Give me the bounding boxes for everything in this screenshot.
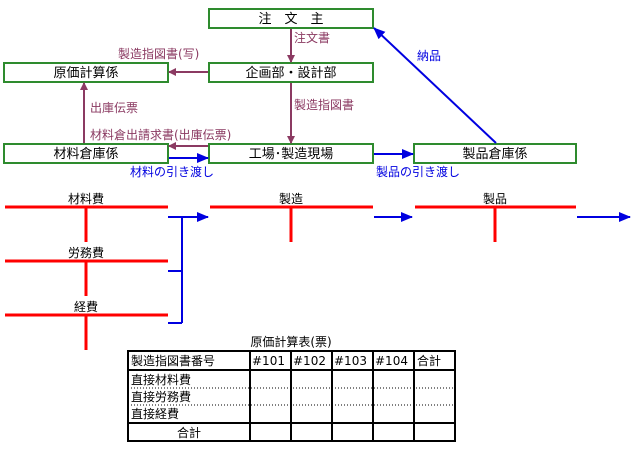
t-account-expenses-label: 経費 (74, 299, 98, 314)
delivery-arrow (373, 27, 497, 144)
cost-sheet-title: 原価計算表(票) (250, 334, 331, 349)
t-account-materials-cost: 材料費 (5, 191, 168, 242)
box-cost-accounting: 原価計算係 (3, 62, 169, 83)
box-product-warehouse-label: 製品倉庫係 (462, 147, 527, 162)
box-customer-label: 注 文 主 (258, 12, 323, 27)
box-product-warehouse: 製品倉庫係 (413, 143, 577, 164)
cost-sheet-header-104: #104 (375, 354, 408, 368)
t-account-products: 製品 (415, 192, 576, 242)
issue-slip-label: 出庫伝票 (90, 101, 138, 115)
box-factory-site-label: 工場･製造現場 (249, 147, 334, 162)
cost-sheet-row-direct-materials: 直接材料費 (131, 372, 191, 387)
cost-transfer-connector (168, 216, 183, 324)
order-form-label: 注文書 (294, 30, 330, 45)
box-cost-accounting-label: 原価計算係 (53, 65, 118, 81)
material-request-label: 材料倉出請求書(出庫伝票) (90, 127, 231, 142)
t-account-manufacturing: 製造 (210, 192, 373, 242)
cost-sheet-header-total: 合計 (417, 353, 441, 368)
cost-sheet-table: 製造指図書番号 #101 #102 #103 #104 合計 直接材料費 直接労… (127, 350, 456, 442)
box-materials-warehouse-label: 材料倉庫係 (53, 147, 118, 162)
t-account-materials-cost-label: 材料費 (68, 191, 104, 206)
t-account-manufacturing-label: 製造 (279, 192, 303, 206)
cost-sheet-header-order-no: 製造指図書番号 (131, 353, 215, 368)
cost-sheet-header-102: #102 (293, 354, 326, 368)
box-customer: 注 文 主 (208, 8, 374, 29)
box-planning-design: 企画部・設計部 (208, 62, 374, 83)
cost-sheet-row-direct-expenses: 直接経費 (131, 406, 179, 421)
delivery-label: 納品 (417, 49, 441, 63)
box-planning-design-label: 企画部・設計部 (245, 65, 336, 81)
cost-sheet-header-103: #103 (334, 354, 367, 368)
cost-sheet-row-total: 合計 (177, 425, 201, 440)
manufacturing-order-copy-label: 製造指図書(写) (118, 46, 199, 61)
cost-sheet-header-101: #101 (252, 354, 285, 368)
t-account-labor-cost-label: 労務費 (68, 245, 104, 260)
box-materials-warehouse: 材料倉庫係 (3, 143, 169, 164)
material-handover-label: 材料の引き渡し (130, 164, 214, 179)
t-account-products-label: 製品 (483, 192, 507, 206)
cost-sheet-row-direct-labor: 直接労務費 (131, 389, 191, 404)
t-account-expenses: 経費 (5, 299, 168, 350)
manufacturing-order-label: 製造指図書 (294, 97, 354, 112)
t-account-labor-cost: 労務費 (5, 245, 168, 296)
box-factory-site: 工場･製造現場 (208, 143, 374, 164)
product-handover-label: 製品の引き渡し (376, 164, 460, 179)
